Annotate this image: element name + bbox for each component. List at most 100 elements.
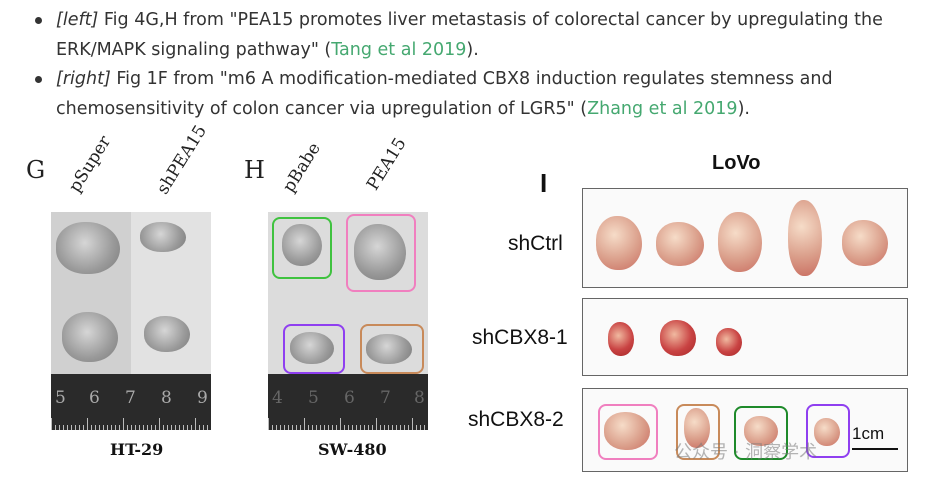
ruler-tick xyxy=(63,425,64,430)
ruler-tick xyxy=(396,425,397,430)
ruler-tick xyxy=(187,425,188,430)
ruler-tick xyxy=(123,418,124,430)
row-label-shcbx8-2: shCBX8-2 xyxy=(468,408,564,431)
ruler-tick xyxy=(207,425,208,430)
ruler-tick xyxy=(320,425,321,430)
citation-text: Fig 1F from "m6 A modification-mediated … xyxy=(56,69,833,119)
ruler-tick xyxy=(276,425,277,430)
citation-link-tang[interactable]: Tang et al 2019 xyxy=(331,39,467,60)
ruler-number: 9 xyxy=(197,388,208,408)
ruler-tick xyxy=(360,425,361,430)
ruler-tick xyxy=(268,418,269,430)
tumor xyxy=(788,200,822,276)
ruler-tick xyxy=(272,425,273,430)
bullet-dot xyxy=(35,17,42,24)
citation-item-left: [left] Fig 4G,H from "PEA15 promotes liv… xyxy=(30,6,920,65)
citation-text: Fig 4G,H from "PEA15 promotes liver meta… xyxy=(56,10,883,60)
panel-g-cell-line: HT-29 xyxy=(110,440,164,459)
highlight-box-pink xyxy=(598,404,658,460)
tumor xyxy=(354,224,406,280)
ruler-number: 7 xyxy=(125,388,136,408)
tumor xyxy=(842,220,888,266)
tumor xyxy=(56,222,120,274)
ruler-tick xyxy=(71,425,72,430)
ruler-tick xyxy=(79,425,80,430)
scale-bar xyxy=(852,448,898,450)
ruler-tick xyxy=(75,425,76,430)
ruler-tick xyxy=(127,425,128,430)
ruler-tick xyxy=(95,425,96,430)
ruler-tick xyxy=(163,425,164,430)
panel-g-col-label-2: shPEA15 xyxy=(153,121,212,198)
panel-h-col-label-2: PEA15 xyxy=(363,134,411,194)
ruler-tick xyxy=(356,425,357,430)
row-label-shcbx8-1: shCBX8-1 xyxy=(472,326,568,349)
highlight-box-pink xyxy=(346,214,416,292)
ruler-tick xyxy=(392,425,393,430)
tumor xyxy=(608,322,634,356)
ruler-tick xyxy=(348,425,349,430)
ruler-tick xyxy=(352,425,353,430)
ruler-tick xyxy=(324,425,325,430)
ruler-tick xyxy=(195,418,196,430)
tumor xyxy=(62,312,118,362)
tumor xyxy=(366,334,412,364)
citation-link-zhang[interactable]: Zhang et al 2019 xyxy=(587,98,738,119)
ruler-tick xyxy=(412,418,413,430)
tumor xyxy=(140,222,186,252)
ruler-tick xyxy=(171,425,172,430)
ruler-tick xyxy=(91,425,92,430)
ruler-tick xyxy=(300,425,301,430)
panel-h-col-label-1: pBabe xyxy=(279,139,325,196)
ruler-number: 5 xyxy=(55,388,66,408)
ruler-tick xyxy=(131,425,132,430)
ruler-tick xyxy=(284,425,285,430)
ruler-tick xyxy=(336,425,337,430)
ruler-tick xyxy=(316,425,317,430)
watermark: 公众号 · 洞察学术 xyxy=(674,442,818,463)
tumor xyxy=(718,212,762,272)
panel-h-cell-line: SW-480 xyxy=(318,440,387,459)
ruler-tick xyxy=(328,425,329,430)
ruler-tick xyxy=(280,425,281,430)
ruler-tick xyxy=(312,425,313,430)
panel-i-letter: I xyxy=(540,168,548,198)
citation-list: [left] Fig 4G,H from "PEA15 promotes liv… xyxy=(30,6,920,124)
ruler-tick xyxy=(119,425,120,430)
ruler-tick xyxy=(292,425,293,430)
ruler-tick xyxy=(308,425,309,430)
ruler-tick xyxy=(199,425,200,430)
ruler-tick xyxy=(111,425,112,430)
ruler-tick xyxy=(400,425,401,430)
ruler-tick xyxy=(143,425,144,430)
scale-bar-label: 1cm xyxy=(852,424,885,443)
ruler-tick xyxy=(175,425,176,430)
ruler-tick xyxy=(99,425,100,430)
ruler-tick xyxy=(203,425,204,430)
tumor xyxy=(290,332,334,364)
ruler-tick xyxy=(147,425,148,430)
ruler-number: 4 xyxy=(272,388,283,408)
tumor xyxy=(660,320,696,356)
ruler-tick xyxy=(67,425,68,430)
ruler-tick xyxy=(384,425,385,430)
row-label-shctrl: shCtrl xyxy=(508,232,563,255)
citation-tag: [left] xyxy=(56,10,99,30)
figure-image: G pSuper shPEA15 5 6 7 8 9 HT-29 H pBabe… xyxy=(0,122,946,490)
tumor xyxy=(814,418,840,446)
ruler-tick xyxy=(296,425,297,430)
ruler-tick xyxy=(115,425,116,430)
ruler-tick xyxy=(51,418,52,430)
panel-h-ruler: 4 5 6 7 8 xyxy=(268,374,428,430)
tumor xyxy=(596,216,642,270)
panel-i-title: LoVo xyxy=(712,152,761,174)
highlight-box-green xyxy=(272,217,332,279)
ruler-tick xyxy=(376,418,377,430)
ruler-tick xyxy=(332,425,333,430)
highlight-box-purple xyxy=(806,404,850,458)
ruler-tick xyxy=(364,425,365,430)
ruler-tick xyxy=(83,425,84,430)
ruler-number: 6 xyxy=(344,388,355,408)
ruler-number: 8 xyxy=(161,388,172,408)
citation-end: ). xyxy=(737,98,750,119)
